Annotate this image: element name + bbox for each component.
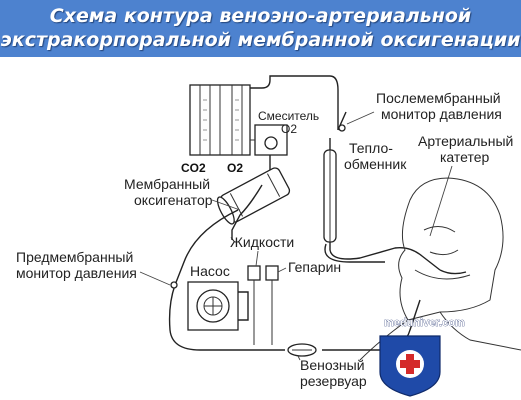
fluids-label: Жидкости xyxy=(230,234,294,250)
mixer-label: Смеситель xyxy=(258,109,319,123)
premembrane-pointer xyxy=(139,271,171,286)
o2-label: O2 xyxy=(227,161,243,175)
fluids-pointer xyxy=(255,250,259,267)
fluids-heparin-infusion xyxy=(247,265,279,345)
roller-pump xyxy=(187,281,249,331)
membrane-oxygenator-label-1: Мембранный xyxy=(124,176,210,192)
gas-flowmeters xyxy=(189,75,339,156)
oxygenator-pointer xyxy=(211,199,241,211)
venous-reservoir xyxy=(287,343,317,357)
postmembrane-pressure-monitor xyxy=(337,111,347,132)
patient-silhouette xyxy=(359,177,521,361)
postmembrane-monitor-label-2: монитор давления xyxy=(381,106,502,122)
title-line-2: экстракорпоральной мембранной оксигенаци… xyxy=(0,29,521,51)
co2-label: CO2 xyxy=(181,161,206,175)
meduniver-logo: meduniver.com xyxy=(379,317,465,397)
arterial-catheter-label-1: Артериальный xyxy=(418,133,513,149)
arterial-catheter-label-2: катетер xyxy=(440,149,490,165)
heparin-label: Гепарин xyxy=(288,259,341,275)
venous-reservoir-pointer xyxy=(297,355,301,361)
title-banner: Схема контура веноэно-артериальной экстр… xyxy=(0,0,521,57)
venous-reservoir-label-2: резервуар xyxy=(300,373,367,389)
title-line-1: Схема контура веноэно-артериальной xyxy=(49,5,472,27)
venous-reservoir-label-1: Венозный xyxy=(300,357,365,373)
postmembrane-monitor-label-1: Послемембранный xyxy=(376,90,501,106)
heat-exchanger-label-1: Тепло- xyxy=(349,140,393,156)
premembrane-pressure-monitor xyxy=(170,281,178,289)
heat-exchanger xyxy=(323,138,337,243)
membrane-oxygenator-label-2: оксигенатор xyxy=(134,192,213,208)
premembrane-monitor-label-2: монитор давления xyxy=(16,265,137,281)
premembrane-monitor-label-1: Предмембранный xyxy=(16,249,133,265)
postmembrane-pointer xyxy=(346,111,375,125)
heat-exchanger-label-2: обменник xyxy=(344,156,407,172)
gas-mixer xyxy=(250,124,288,156)
heparin-pointer xyxy=(277,267,287,273)
watermark-text: meduniver.com xyxy=(384,317,465,329)
arterial-catheter-pointer xyxy=(429,165,453,237)
pump-label: Насос xyxy=(190,263,230,279)
mixer-o2-label: O2 xyxy=(281,122,297,136)
